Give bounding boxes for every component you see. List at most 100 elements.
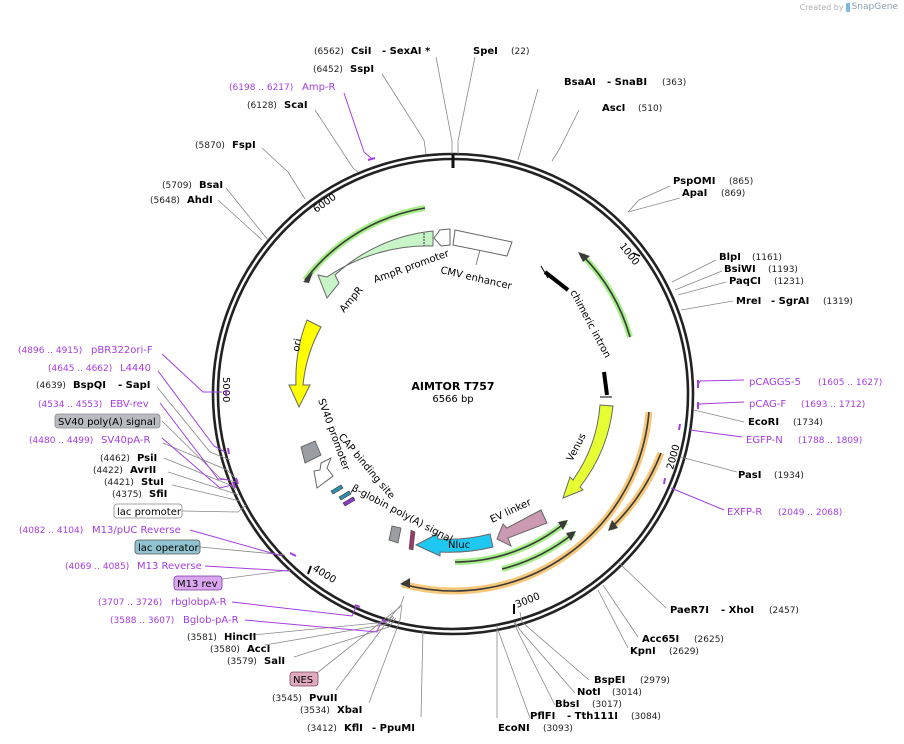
feature-ampr[interactable]: AmpR [317,230,434,315]
enzyme-paer7i[interactable]: PaeR7I- XhoI(2457) [670,605,799,616]
svg-text:(1231): (1231) [774,277,804,287]
enzyme-pspomi[interactable]: PspOMI(865) [673,176,753,187]
svg-text:PsiI: PsiI [137,453,157,464]
svg-text:AscI: AscI [602,103,625,114]
label-nes[interactable]: NES [289,671,319,687]
primer-m13-puc-reverse[interactable]: (4082 .. 4104)M13/pUC Reverse [19,525,181,536]
enzyme-stui[interactable]: (4421)StuI [104,477,164,488]
svg-text:BsaI: BsaI [199,180,223,191]
enzyme-blpi[interactable]: BlpI(1161) [719,252,782,263]
enzyme-scai[interactable]: (6128)ScaI [247,100,308,111]
primer-leaders [157,92,745,633]
enzyme-bsai[interactable]: (5709) BsaI [162,180,223,191]
svg-text:(6452): (6452) [313,65,343,75]
svg-text:BsaAI: BsaAI [564,77,596,88]
svg-text:(3014): (3014) [612,688,642,698]
enzyme-bbsi[interactable]: BbsI(3017) [555,699,622,710]
primer-pcag-f[interactable]: pCAG-F(1693 .. 1712) [749,399,865,410]
primer-ebv-rev[interactable]: (4534 .. 4553)EBV-rev [38,399,149,410]
primer-l4440[interactable]: (4645 .. 4662) L4440 [48,363,151,374]
enzyme-csii[interactable]: (6562)CsiI- SexAI * [314,46,431,57]
label-lac-promoter[interactable]: lac promoter [113,503,183,519]
svg-text:(4462): (4462) [100,454,130,464]
svg-text:(2979): (2979) [640,676,670,686]
svg-text:NotI: NotI [577,687,601,698]
svg-text:(4645 .. 4662): (4645 .. 4662) [48,364,112,374]
svg-text:- Tth111I: - Tth111I [567,711,618,722]
enzyme-mrei[interactable]: MreI- SgrAI(1319) [736,296,853,307]
svg-text:(3545): (3545) [272,694,302,704]
svg-text:SpeI: SpeI [473,46,498,57]
primer-pcaggs-5[interactable]: pCAGGS-5(1605 .. 1627) [749,377,882,388]
enzyme-asci[interactable]: AscI(510) [602,103,662,114]
primer-amp-r[interactable]: (6198 .. 6217)Amp-R [229,82,336,93]
svg-text:PaeR7I: PaeR7I [670,605,709,616]
enzyme-ecori[interactable]: EcoRI(1734) [748,417,823,428]
primer-m13-reverse[interactable]: (4069 .. 4085)M13 Reverse [65,561,202,572]
enzyme-avrii[interactable]: (4422)AvrII [93,465,156,476]
enzyme-kpni[interactable]: KpnI(2629) [630,646,699,657]
enzyme-fspi[interactable]: (5870)FspI [195,140,256,151]
primer-pbr322ori-f[interactable]: (4896 .. 4915)pBR322ori-F [18,345,153,356]
label-sv40-polya-signal[interactable]: SV40 poly(A) signal [54,413,161,429]
enzyme-labels: (6562)CsiI- SexAI * SpeI(22) (6452)SspI … [36,46,853,734]
enzyme-bsaai[interactable]: BsaAI- SnaBI(363) [564,77,686,88]
enzyme-kfli[interactable]: (3412)KflI- PpuMI [307,723,415,734]
enzyme-acc65i[interactable]: Acc65I(2625) [642,634,724,645]
enzyme-hincii[interactable]: (3581)HincII [187,632,256,643]
primer-exfp-r[interactable]: EXFP-R(2049 .. 2068) [727,507,842,518]
label-lac-operator[interactable]: lac operator [134,539,201,555]
enzyme-noti[interactable]: NotI (3014) [577,687,642,698]
enzyme-ahdi[interactable]: (5648)AhdI [150,195,213,206]
svg-text:ApaI: ApaI [682,188,707,199]
svg-text:lac operator: lac operator [138,543,199,554]
feature-ori[interactable]: ori [288,319,322,409]
enzyme-apai[interactable]: ApaI(869) [682,188,745,199]
enzyme-acci[interactable]: (3580)AccI [210,644,270,655]
enzyme-xbai[interactable]: (3534)XbaI [300,705,362,716]
enzyme-bspei[interactable]: BspEI(2979) [594,675,670,686]
svg-text:(3581): (3581) [187,633,217,643]
feature-nluc[interactable]: Nluc [414,533,494,557]
enzyme-econi[interactable]: EcoNI(3093) [498,723,573,734]
svg-text:(5870): (5870) [195,141,225,151]
primer-bglob-pa-r[interactable]: (3588 .. 3607)Bglob-pA-R [110,615,239,626]
primer-egfp-n[interactable]: EGFP-N(1788 .. 1809) [746,435,862,446]
svg-text:(3412): (3412) [307,724,337,734]
feature-label-cmv-enhancer: CMV enhancer [439,265,513,292]
primer-rbglobpa-r[interactable]: (3707 .. 3726)rbglobpA-R [98,597,227,608]
svg-text:EGFP-N: EGFP-N [746,435,783,446]
svg-text:pBR322ori-F: pBR322ori-F [91,345,153,356]
svg-text:L4440: L4440 [120,363,151,374]
enzyme-bsiwi[interactable]: BsiWI(1193) [724,264,798,275]
svg-text:(3017): (3017) [592,700,622,710]
svg-text:M13/pUC Reverse: M13/pUC Reverse [92,525,181,536]
primer-sv40pa-r[interactable]: (4480 .. 4499)SV40pA-R [29,435,150,446]
enzyme-sali[interactable]: (3579)SalI [227,656,285,667]
enzyme-paqci[interactable]: PaqCI(1231) [729,276,804,287]
feature-venus[interactable]: Venus [562,404,614,499]
label-m13-rev[interactable]: M13 rev [173,575,223,591]
svg-text:(3084): (3084) [631,712,661,722]
enzyme-pflfi[interactable]: PflFI- Tth111I(3084) [530,711,661,722]
svg-text:(5709): (5709) [162,181,192,191]
enzyme-pasi[interactable]: PasI(1934) [738,470,804,481]
enzyme-sfii[interactable]: (4375)SfiI [112,489,167,500]
svg-text:(3588 .. 3607): (3588 .. 3607) [110,616,174,626]
feature-label-ori: ori [291,338,304,353]
enzyme-pvuii[interactable]: (3545) PvuII [272,693,337,704]
svg-text:SV40pA-R: SV40pA-R [101,435,150,446]
enzyme-bspqi[interactable]: (4639)BspQI- SapI [36,380,150,391]
svg-text:PvuII: PvuII [309,693,337,704]
svg-text:(4422): (4422) [93,466,123,476]
svg-text:Amp-R: Amp-R [302,82,336,93]
feature-chimeric-intron[interactable]: chimeric intron [540,265,612,398]
svg-text:EcoRI: EcoRI [748,417,779,428]
enzyme-psii[interactable]: (4462) PsiI [100,453,157,464]
backbone-circle [211,152,695,636]
enzyme-sspi[interactable]: (6452) SspI [313,64,374,75]
enzyme-spei[interactable]: SpeI(22) [473,46,529,57]
svg-text:- SapI: - SapI [118,380,150,391]
svg-text:SspI: SspI [350,64,374,75]
svg-text:(1161): (1161) [752,253,782,263]
